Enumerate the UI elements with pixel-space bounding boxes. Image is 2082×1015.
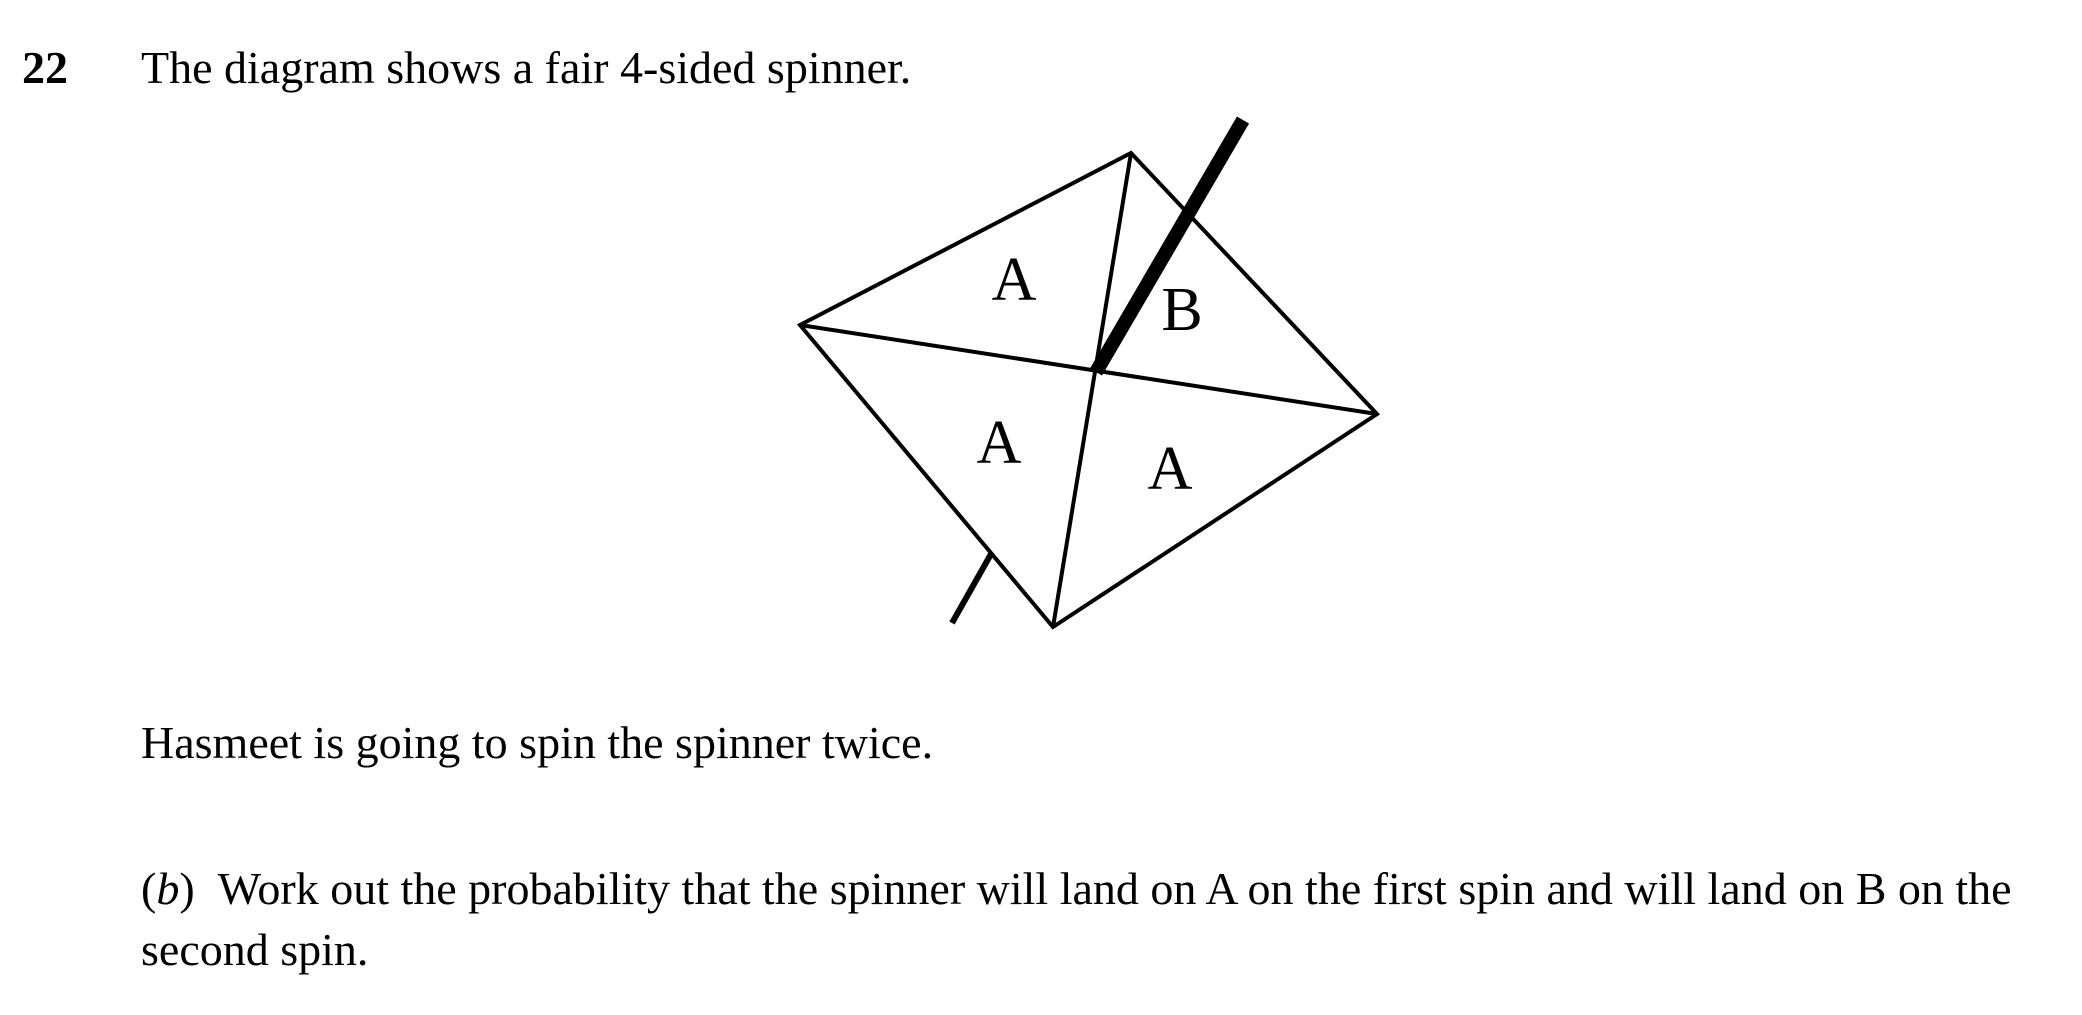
question-statement: Hasmeet is going to spin the spinner twi…: [141, 717, 934, 768]
sector-label-bottom-left: A: [977, 409, 1022, 477]
spinner-outline: [796, 150, 1381, 630]
spinner-diagonal-horizontal: [799, 323, 1378, 416]
part-b-label-open: (: [141, 863, 157, 914]
spinner-diagonal-vertical: [1051, 152, 1133, 628]
spinner-pointer: [1089, 116, 1250, 376]
sector-label-bottom-right: A: [1148, 435, 1193, 503]
question-intro: The diagram shows a fair 4-sided spinner…: [141, 42, 912, 93]
sector-label-top-right: B: [1161, 276, 1202, 344]
part-b-text: Work out the probability that the spinne…: [141, 863, 2012, 975]
part-b: (b) Work out the probability that the sp…: [141, 858, 2041, 980]
sector-label-top-left: A: [992, 246, 1037, 314]
spinner-pointer-tail: [949, 552, 994, 625]
part-b-label-close: ): [179, 863, 195, 914]
part-b-label-letter: b: [156, 863, 180, 914]
question-number: 22: [22, 42, 68, 93]
